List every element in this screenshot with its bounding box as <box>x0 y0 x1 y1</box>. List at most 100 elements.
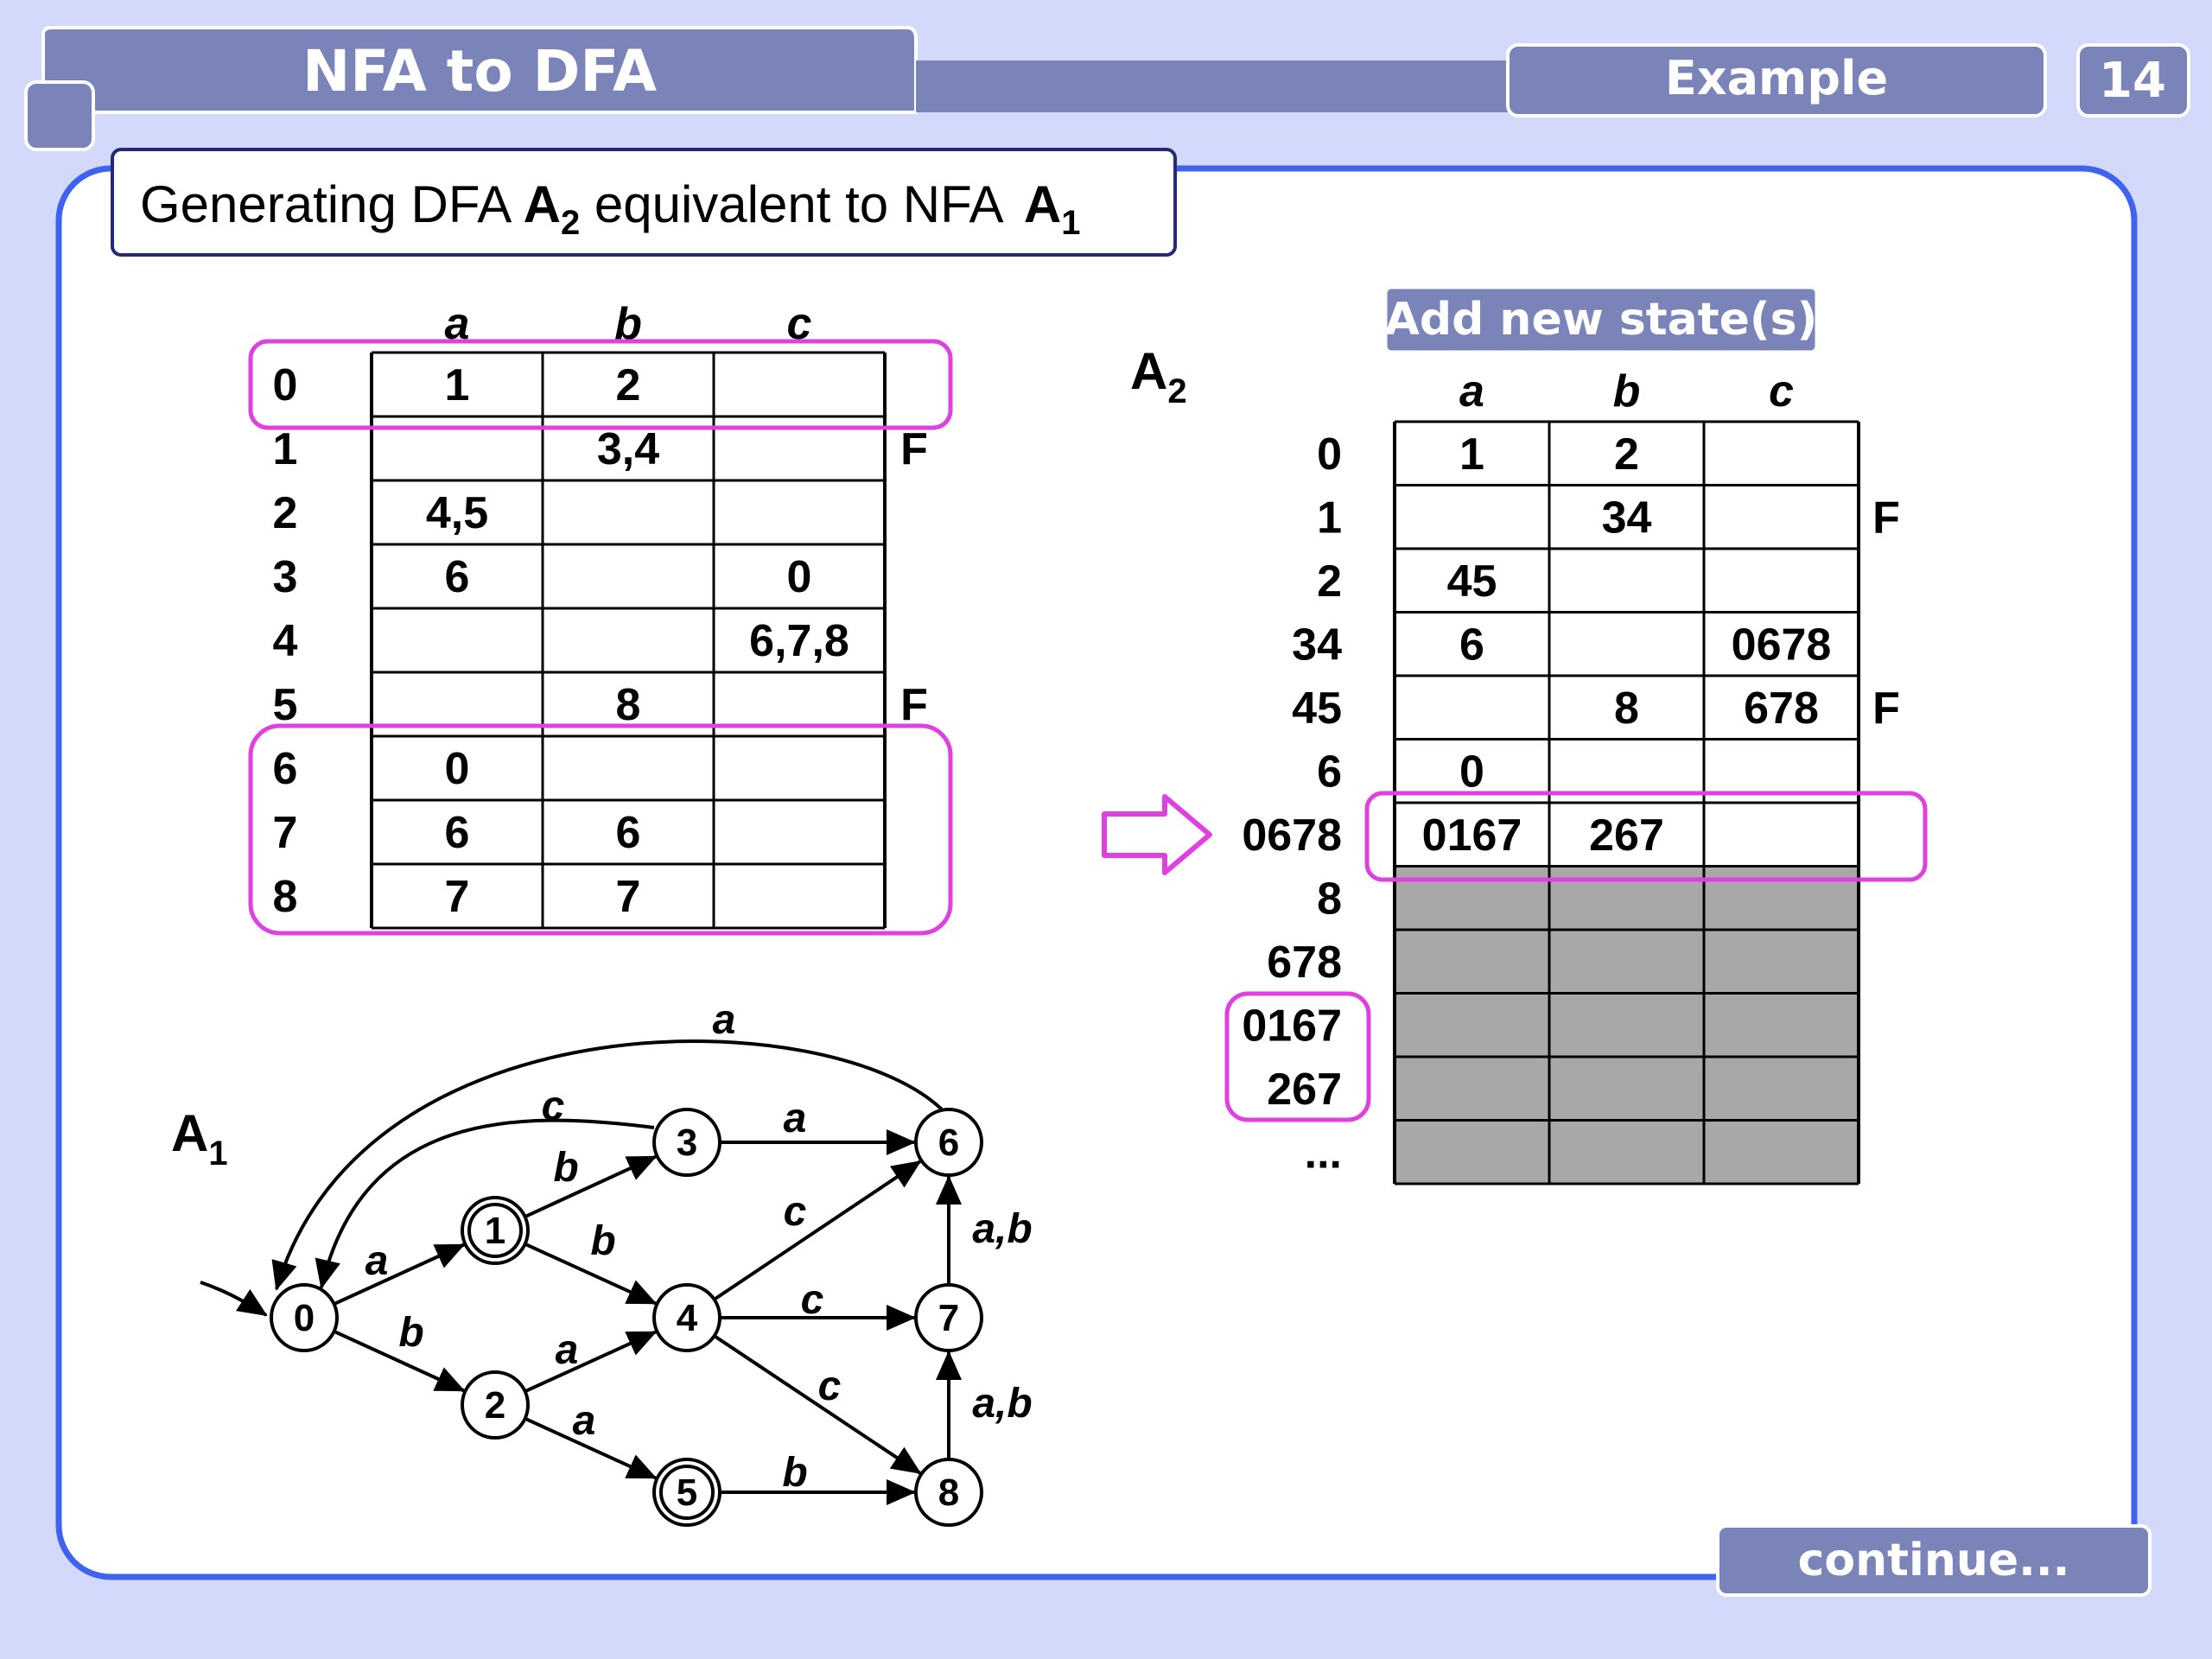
dfa-column-header-c: c <box>1769 366 1794 416</box>
state-circle <box>914 1108 983 1177</box>
caption-dfa-sub: 2 <box>561 204 580 242</box>
state-0: 0 <box>270 1283 339 1352</box>
caption-part-2: equivalent to NFA <box>580 175 1015 233</box>
nfa-cell: 0 <box>787 552 812 602</box>
page-number-box <box>2076 43 2190 118</box>
state-label: 0 <box>294 1297 315 1339</box>
nfa-cell: 6 <box>445 808 470 858</box>
dfa-row-state: 8 <box>1317 874 1342 924</box>
nfa-cell: 6,7,8 <box>749 616 849 666</box>
nfa-diagram-label-name: A <box>171 1104 208 1162</box>
dfa-row-state: ... <box>1305 1128 1342 1178</box>
nfa-highlight-row-0 <box>248 339 953 430</box>
dfa-column-header-b: b <box>1613 366 1641 416</box>
header-title: NFA to DFA <box>302 38 657 105</box>
nfa-final-marker: F <box>900 424 928 474</box>
dfa-unfilled-row <box>1395 993 1859 1057</box>
state-label: 1 <box>485 1210 505 1252</box>
dfa-cell: 1 <box>1459 429 1484 480</box>
header: NFA to DFA Example 14 <box>24 26 2190 151</box>
edge-1-4 <box>524 1242 658 1306</box>
state-8: 8 <box>914 1458 983 1527</box>
edge-0-2 <box>333 1329 466 1393</box>
state-label: 5 <box>677 1471 697 1514</box>
dfa-cell: 0 <box>1459 747 1484 797</box>
dfa-final-marker: F <box>1872 493 1900 543</box>
continue-button[interactable]: continue... <box>1716 1524 2152 1597</box>
edge-7-6-label: a,b <box>972 1206 1032 1252</box>
add-new-states-button[interactable]: Add new state(s) <box>1384 286 1818 353</box>
state-3: 3 <box>652 1108 721 1177</box>
dfa-label-sub: 2 <box>1167 372 1186 410</box>
caption-box: Generating DFA A2 equivalent to NFA A1 <box>111 148 1177 257</box>
state-circle <box>914 1283 983 1352</box>
section-tab[interactable] <box>1506 43 2047 118</box>
edge-4-7-label: c <box>801 1277 824 1323</box>
state-2: 2 <box>461 1370 530 1440</box>
dfa-unfilled-row <box>1395 1057 1859 1121</box>
dfa-cell: 0678 <box>1732 620 1832 670</box>
state-1: 1 <box>461 1196 530 1265</box>
nfa-row-state-2: 2 <box>273 488 298 538</box>
caption-dfa-name: A <box>524 175 561 233</box>
nfa-highlight-rows-6-8 <box>248 723 953 936</box>
nfa-diagram-label: A1 <box>171 1104 228 1173</box>
edge-3-6-label: a <box>784 1096 807 1141</box>
state-circle <box>652 1108 721 1177</box>
edge-2-5 <box>524 1416 658 1480</box>
state-7: 7 <box>914 1283 983 1352</box>
edge-2-4-label: a <box>556 1327 579 1373</box>
nfa-row-state-1: 1 <box>273 424 298 474</box>
edge-6-0-label: a <box>713 997 736 1043</box>
dfa-row-state: 0167 <box>1242 1001 1342 1051</box>
start-arrow <box>200 1281 268 1317</box>
nfa-row-state-4: 4 <box>273 616 298 666</box>
state-circle <box>652 1458 721 1527</box>
dfa-cell: 8 <box>1614 683 1639 734</box>
state-label: 2 <box>485 1384 505 1427</box>
dfa-row-state: 0678 <box>1242 810 1342 861</box>
dfa-unfilled-row <box>1395 930 1859 994</box>
nfa-row-state-0: 0 <box>273 360 298 410</box>
nfa-cell: 7 <box>616 872 641 922</box>
header-bar-left <box>41 26 918 114</box>
nfa-cell: 1 <box>445 360 470 410</box>
nfa-cell: 3,4 <box>597 424 659 474</box>
dfa-row-state: 267 <box>1267 1065 1342 1115</box>
dfa-cell: 2 <box>1614 429 1639 480</box>
edge-1-4-label: b <box>590 1218 615 1264</box>
edge-8-7-label: a,b <box>972 1381 1032 1427</box>
accepting-ring <box>659 1465 715 1520</box>
dfa-cell: 267 <box>1589 810 1664 861</box>
dfa-row-state: 34 <box>1292 620 1342 670</box>
nfa-row-state-5: 5 <box>273 680 298 730</box>
caption-part-1: Generating DFA <box>140 175 524 233</box>
dfa-cell: 0167 <box>1422 810 1522 861</box>
dfa-label-name: A <box>1130 342 1167 400</box>
header-bar-middle <box>916 60 1508 112</box>
dfa-cell: 34 <box>1602 493 1652 543</box>
state-circle <box>270 1283 339 1352</box>
nfa-cell: 4,5 <box>426 488 488 538</box>
nfa-final-marker: F <box>900 680 928 730</box>
edge-1-3-label: b <box>553 1145 578 1191</box>
edge-6-0 <box>271 1039 944 1291</box>
state-label: 6 <box>938 1122 959 1164</box>
nfa-row-state-7: 7 <box>273 808 298 858</box>
edge-0-2-label: b <box>398 1310 423 1356</box>
state-circle <box>461 1196 530 1265</box>
nfa-row-state-6: 6 <box>273 744 298 794</box>
accepting-ring <box>467 1203 523 1258</box>
caption-text: Generating DFA A2 equivalent to NFA A1 <box>140 175 1080 242</box>
edge-2-5-label: a <box>573 1398 596 1444</box>
dfa-cell: 45 <box>1447 556 1497 607</box>
edge-4-6-label: c <box>784 1189 807 1235</box>
nfa-cell: 0 <box>445 744 470 794</box>
state-label: 7 <box>938 1297 959 1339</box>
dfa-unfilled-row <box>1395 1120 1859 1184</box>
nfa-row-state-8: 8 <box>273 872 298 922</box>
